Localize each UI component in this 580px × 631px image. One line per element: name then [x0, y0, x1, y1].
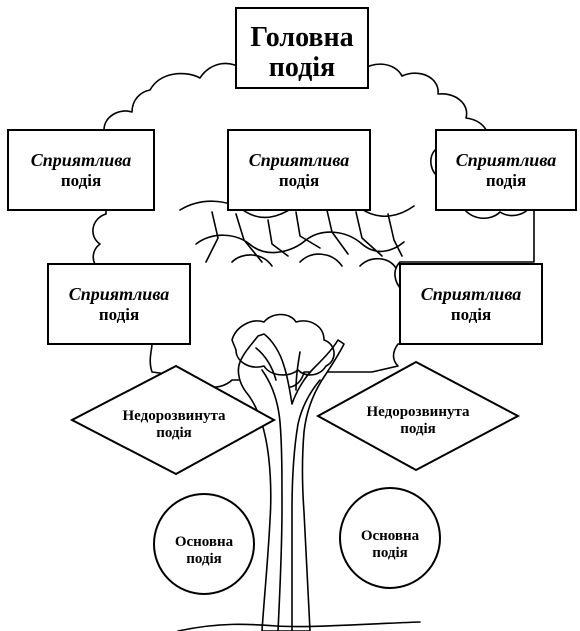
favorable-event-label-line2: подія — [279, 171, 319, 190]
basic-event-label-line1: Основна — [175, 534, 234, 550]
favorable-event-1: Сприятлива подія — [8, 130, 154, 210]
basic-event-1: Основна подія — [154, 494, 254, 594]
favorable-event-box — [48, 264, 190, 344]
favorable-event-label-line1: Сприятлива — [249, 150, 349, 170]
favorable-event-label-line2: подія — [486, 171, 526, 190]
basic-event-label-line2: подія — [186, 551, 222, 567]
undeveloped-event-label-line1: Недорозвинута — [122, 408, 226, 424]
undeveloped-event-label-line2: подія — [156, 425, 192, 441]
undeveloped-event-label-line1: Недорозвинута — [366, 404, 470, 420]
favorable-event-label-line2: подія — [99, 305, 139, 324]
top-event-label-line1: Головна — [250, 22, 353, 53]
favorable-event-box — [400, 264, 542, 344]
favorable-event-label-line1: Сприятлива — [456, 150, 556, 170]
favorable-event-label-line1: Сприятлива — [421, 284, 521, 304]
favorable-event-4: Сприятлива подія — [48, 264, 190, 344]
top-event-label-line2: подія — [269, 52, 335, 83]
favorable-event-2: Сприятлива подія — [228, 130, 370, 210]
basic-event-2: Основна подія — [340, 488, 440, 588]
favorable-event-box — [8, 130, 154, 210]
favorable-event-label-line1: Сприятлива — [31, 150, 131, 170]
favorable-event-5: Сприятлива подія — [400, 264, 542, 344]
favorable-event-label-line2: подія — [61, 171, 101, 190]
undeveloped-event-label-line2: подія — [400, 421, 436, 437]
top-event: Головна подія — [236, 8, 368, 88]
favorable-event-box — [228, 130, 370, 210]
favorable-event-label-line2: подія — [451, 305, 491, 324]
undeveloped-event-2: Недорозвинута подія — [318, 362, 518, 470]
favorable-event-3: Сприятлива подія — [436, 130, 576, 210]
favorable-event-label-line1: Сприятлива — [69, 284, 169, 304]
basic-event-label-line2: подія — [372, 545, 408, 561]
basic-event-label-line1: Основна — [361, 528, 420, 544]
favorable-event-box — [436, 130, 576, 210]
